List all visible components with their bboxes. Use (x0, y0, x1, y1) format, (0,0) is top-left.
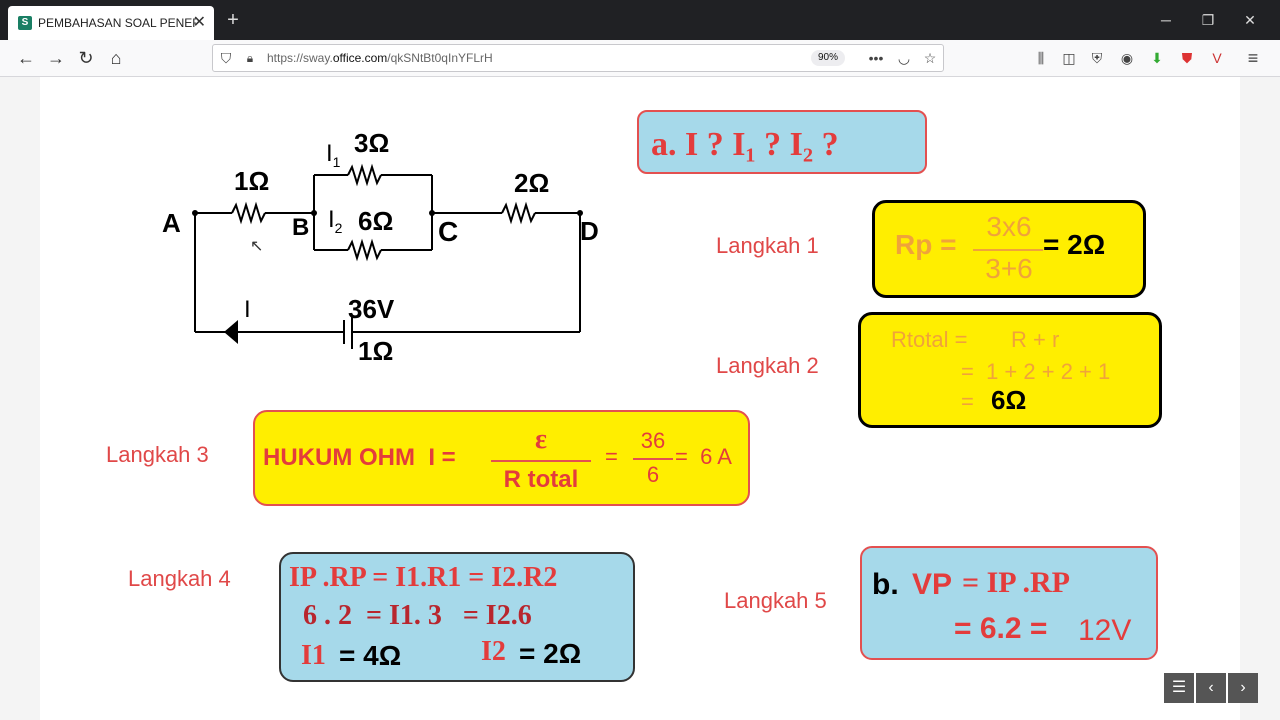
library-icon[interactable]: ⫼ (1037, 50, 1045, 66)
internal-resistance-label: 1Ω (358, 336, 394, 366)
i2-label: I2 (328, 206, 343, 236)
node-a-label: A (162, 208, 181, 238)
close-window-icon[interactable]: ✕ (1244, 12, 1256, 28)
ohm-fraction-line2 (633, 458, 673, 460)
rtotal-label: Rtotal = (891, 327, 968, 352)
home-icon[interactable]: ⌂ (110, 48, 122, 68)
step1-label: Langkah 1 (716, 233, 819, 258)
ohm-result: = 6 A (675, 444, 732, 469)
question-box: a. I ? I₁ ? I₂ ? (637, 110, 927, 174)
download-icon[interactable]: ⬇ (1151, 50, 1163, 66)
more-actions-icon[interactable]: ••• (868, 50, 884, 66)
rp-result: = 2Ω (1043, 229, 1106, 260)
step5-label: Langkah 5 (724, 588, 827, 613)
rtotal-eq: = (961, 389, 974, 414)
mouse-cursor-icon: ↖ (250, 238, 264, 255)
ohm-law-title: HUKUM OHM I = (263, 444, 456, 471)
lock-icon: 🔒︎ (246, 51, 254, 65)
ohm-equals: = (605, 444, 618, 469)
step5-calc: = 6.2 = (954, 612, 1048, 645)
rp-numerator: 3x6 (986, 211, 1032, 242)
step1-box: Rp = 3x6 3+6 = 2Ω (872, 200, 1146, 298)
browser-tab[interactable]: S PEMBAHASAN SOAL PENERAP ✕ (8, 6, 214, 40)
zoom-badge[interactable]: 90% (811, 50, 845, 66)
rp-denominator: 3+6 (985, 253, 1033, 284)
url-bar[interactable]: ⛉ 🔒︎ https://sway.office.com/qkSNtBt0qIn… (212, 44, 944, 72)
question-text: a. I ? I₁ ? I₂ ? (651, 126, 839, 163)
node-d-label: D (580, 216, 599, 246)
rtotal-result: 6Ω (991, 385, 1027, 415)
navigation-menu-icon[interactable]: ☰ (1164, 673, 1194, 703)
menu-icon[interactable]: ≡ (1247, 48, 1259, 68)
fraction-line (973, 249, 1043, 251)
ohm-den-6: 6 (646, 462, 660, 487)
vpn-extension-icon[interactable]: V (1212, 50, 1222, 66)
previous-arrow-icon[interactable]: ‹ (1196, 673, 1226, 703)
restore-icon[interactable]: ❐ (1201, 12, 1215, 28)
node-b-label: B (292, 214, 310, 241)
account-icon[interactable]: ◉ (1120, 50, 1134, 66)
circuit-diagram (192, 163, 583, 349)
i1-label: I1 (326, 140, 341, 170)
step5-b-label: b. (872, 568, 899, 601)
resistor-cd-label: 2Ω (514, 168, 550, 198)
browser-title-bar: S PEMBAHASAN SOAL PENERAP ✕ + ─ ❐ ✕ (0, 0, 1280, 40)
step5-vp: VP (912, 568, 953, 601)
back-arrow-icon[interactable]: ← (17, 48, 35, 68)
shield-icon[interactable]: ⛉ (220, 50, 232, 66)
step2-label: Langkah 2 (716, 353, 819, 378)
reload-icon[interactable]: ↻ (78, 48, 94, 68)
rp-label: Rp = (895, 229, 957, 260)
resistor-ab-label: 1Ω (234, 166, 270, 196)
step4-line1: IP .RP = I1.R1 = I2.R2 (289, 562, 558, 593)
emf-symbol: ε (535, 424, 547, 455)
new-tab-button[interactable]: + (227, 9, 239, 31)
ohm-num-36: 36 (640, 428, 666, 453)
resistor-mid-label: 6Ω (358, 206, 394, 236)
forward-arrow-icon[interactable]: → (47, 48, 65, 68)
step4-i1-value: = 4Ω (339, 640, 402, 671)
step4-i1: I1 (301, 640, 326, 671)
bookmark-star-icon[interactable]: ☆ (923, 50, 937, 66)
step2-box: Rtotal = R + r = 1 + 2 + 2 + 1 = 6Ω (858, 312, 1162, 428)
adblock-icon[interactable]: ⛊ (1181, 50, 1193, 66)
url-text[interactable]: https://sway.office.com/qkSNtBt0qInYFLrH (267, 51, 493, 65)
step3-box: HUKUM OHM I = ε R total = 36 6 = 6 A (253, 410, 750, 506)
rtotal-formula: R + r (1011, 327, 1060, 352)
emf-label: 36V (348, 294, 395, 324)
step4-line2: 6 . 2 = I1. 3 = I2.6 (303, 600, 532, 631)
step4-label: Langkah 4 (128, 566, 231, 591)
step3-label: Langkah 3 (106, 442, 209, 467)
step4-i2-value: = 2Ω (519, 638, 582, 669)
pocket-icon[interactable]: ◡ (897, 50, 911, 66)
resistor-top-label: 3Ω (354, 128, 390, 158)
minimize-icon[interactable]: ─ (1161, 12, 1171, 28)
node-c-label: C (438, 216, 459, 247)
step5-result: 12V (1078, 614, 1132, 647)
extension-shield-icon[interactable]: ⛨ (1091, 50, 1103, 66)
step4-box: IP .RP = I1.R1 = I2.R2 6 . 2 = I1. 3 = I… (279, 552, 635, 682)
tab-title: PEMBAHASAN SOAL PENERAP (38, 16, 196, 30)
sidebar-icon[interactable]: ◫ (1062, 50, 1076, 66)
sway-favicon-icon: S (18, 16, 32, 30)
current-label: I (244, 296, 251, 323)
ohm-fraction-line (491, 460, 591, 462)
step5-box: b. VP = IP .RP = 6.2 = 12V (860, 546, 1158, 660)
step5-formula: = IP .RP (962, 566, 1070, 599)
next-arrow-icon[interactable]: › (1228, 673, 1258, 703)
rtotal-sum: = 1 + 2 + 2 + 1 (961, 359, 1111, 384)
browser-nav-bar: ← → ↻ ⌂ ⛉ 🔒︎ https://sway.office.com/qkS… (0, 40, 1280, 77)
step4-i2: I2 (481, 636, 506, 667)
close-tab-icon[interactable]: ✕ (192, 14, 206, 31)
rtotal-denominator: R total (503, 466, 579, 493)
